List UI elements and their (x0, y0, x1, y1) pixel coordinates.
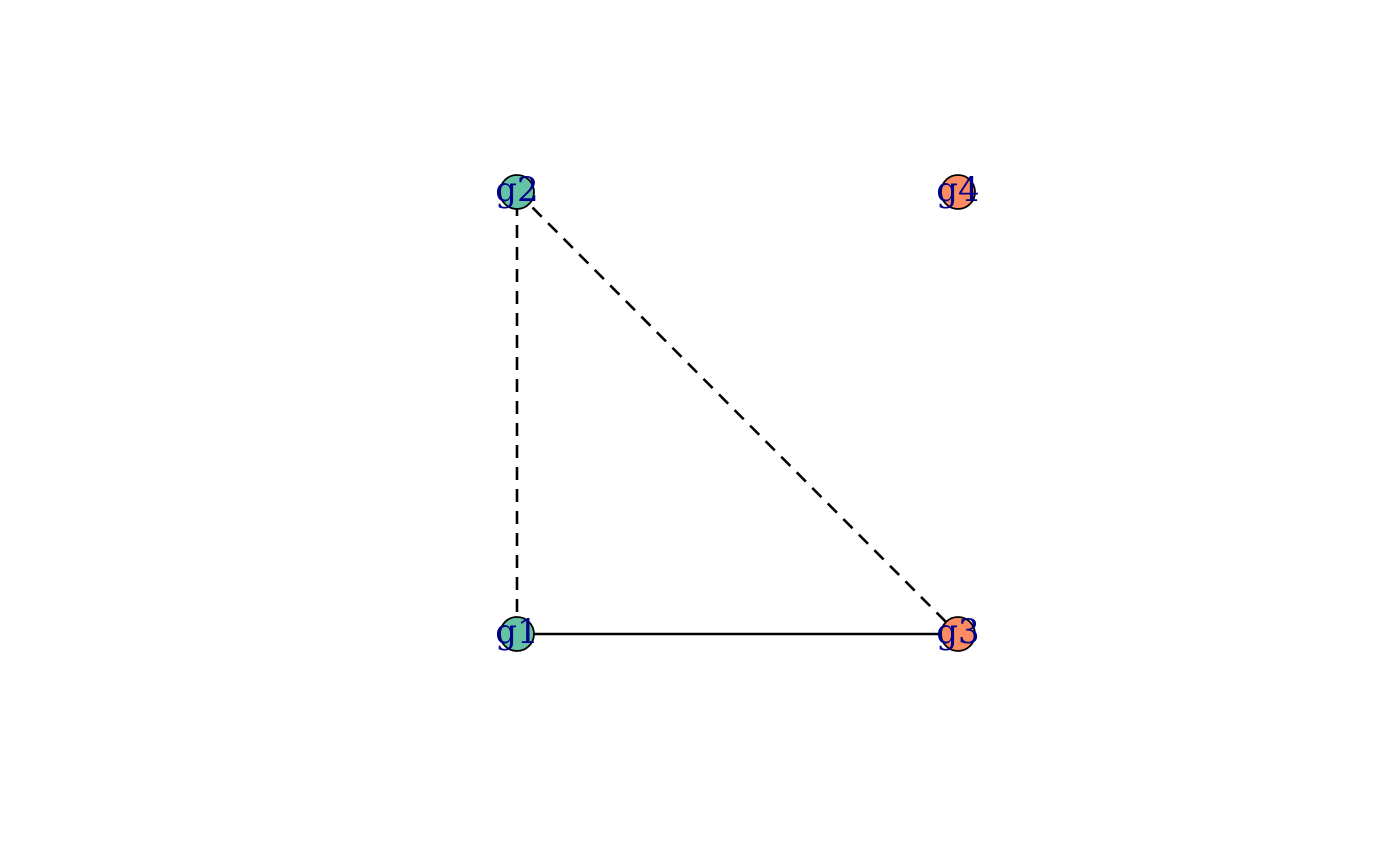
node-label: g2 (495, 170, 538, 210)
node-label: g4 (936, 170, 979, 210)
node-g1: g1 (495, 612, 538, 652)
node-circle (940, 174, 976, 210)
node-layer: g1 g2 g3 g4 (495, 170, 979, 652)
node-g4: g4 (936, 170, 979, 210)
edge-g2-g3 (516, 191, 959, 635)
node-g2: g2 (495, 170, 538, 210)
node-label: g1 (495, 612, 538, 652)
node-g3: g3 (936, 612, 979, 652)
node-circle (940, 616, 976, 652)
node-circle (499, 174, 535, 210)
edge-layer (515, 191, 959, 636)
node-circle (499, 616, 535, 652)
node-label: g3 (936, 612, 979, 652)
